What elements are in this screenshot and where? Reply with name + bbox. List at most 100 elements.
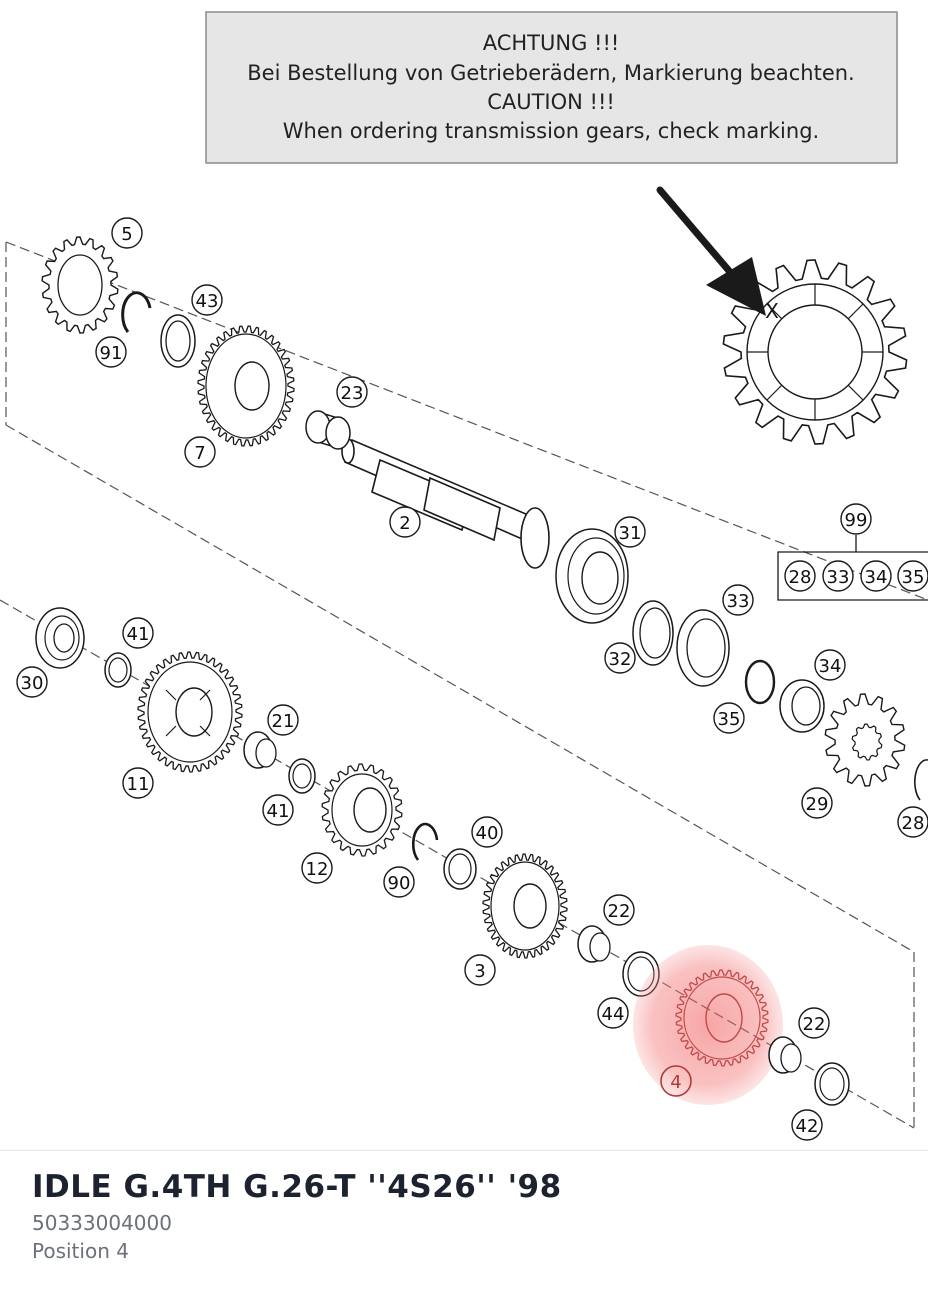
caution-box: ACHTUNG !!! Bei Bestellung von Getrieber…: [205, 11, 898, 164]
svg-text:11: 11: [127, 774, 150, 795]
svg-text:21: 21: [272, 711, 295, 732]
sprocket-29: [824, 693, 906, 787]
washer-41-lower: [288, 758, 316, 794]
kit-99-bracket: [777, 535, 928, 601]
svg-text:3: 3: [474, 961, 485, 982]
callout-91[interactable]: 91: [95, 336, 127, 368]
gear-3: [482, 853, 568, 959]
o-ring-35: [744, 659, 776, 705]
svg-text:5: 5: [121, 224, 132, 245]
washer-40: [443, 848, 477, 890]
svg-text:4: 4: [670, 1072, 681, 1093]
callout-35[interactable]: 35: [713, 702, 745, 734]
callout-11[interactable]: 11: [122, 767, 154, 799]
callout-5[interactable]: 5: [111, 217, 143, 249]
svg-text:34: 34: [865, 567, 888, 588]
seal-28-partial: [914, 759, 928, 801]
svg-text:23: 23: [341, 383, 364, 404]
callout-29[interactable]: 29: [801, 787, 833, 819]
svg-text:31: 31: [619, 523, 642, 544]
bearing-31: [555, 528, 629, 624]
callout-40[interactable]: 40: [471, 816, 503, 848]
bushing-22-lower: [768, 1036, 802, 1074]
svg-text:7: 7: [194, 443, 205, 464]
svg-text:91: 91: [100, 343, 123, 364]
callout-90[interactable]: 90: [383, 866, 415, 898]
circlip-91: [121, 291, 152, 333]
part-title: IDLE G.4TH G.26-T ''4S26'' '98: [32, 1169, 562, 1205]
gear-7: [197, 325, 295, 447]
callout-43[interactable]: 43: [191, 284, 223, 316]
callout-kit-28[interactable]: 28: [784, 560, 816, 592]
svg-text:28: 28: [902, 813, 925, 834]
svg-text:33: 33: [727, 591, 750, 612]
gear-4-highlighted[interactable]: [633, 945, 783, 1105]
svg-text:12: 12: [306, 859, 329, 880]
svg-text:90: 90: [388, 873, 411, 894]
callout-kit-35[interactable]: 35: [897, 560, 928, 592]
callout-30[interactable]: 30: [16, 666, 48, 698]
part-position: Position 4: [32, 1239, 129, 1263]
callout-7[interactable]: 7: [184, 436, 216, 468]
washer-41-upper: [104, 652, 132, 688]
bushing-23: [305, 410, 351, 450]
svg-text:28: 28: [789, 567, 812, 588]
svg-text:44: 44: [602, 1004, 625, 1025]
caution-line-3: CAUTION !!!: [487, 90, 615, 114]
callout-99[interactable]: 99: [840, 503, 872, 535]
svg-text:35: 35: [718, 709, 741, 730]
bushing-22-upper: [577, 925, 611, 963]
svg-text:2: 2: [399, 513, 410, 534]
marking-x: X: [765, 299, 779, 323]
svg-text:29: 29: [806, 794, 829, 815]
marking-arrow: [656, 186, 766, 316]
svg-text:35: 35: [902, 567, 925, 588]
washer-42: [814, 1062, 850, 1106]
circlip-90: [411, 822, 439, 861]
callout-layer: 5 43 91 7 23 2 31 99 28 33 34 35 33 32 3…: [16, 217, 928, 1141]
callout-23[interactable]: 23: [336, 376, 368, 408]
svg-text:43: 43: [196, 291, 219, 312]
svg-text:34: 34: [819, 656, 842, 677]
bearing-30: [35, 607, 85, 669]
washer-32: [632, 600, 674, 666]
part-number: 50333004000: [32, 1211, 172, 1235]
callout-44[interactable]: 44: [597, 997, 629, 1029]
svg-text:40: 40: [476, 823, 499, 844]
callout-4[interactable]: 4: [660, 1065, 692, 1097]
callout-2[interactable]: 2: [389, 506, 421, 538]
caution-line-4: When ordering transmission gears, check …: [283, 119, 819, 143]
callout-41-lower[interactable]: 41: [262, 794, 294, 826]
svg-text:30: 30: [21, 673, 44, 694]
callout-28[interactable]: 28: [897, 806, 928, 838]
caution-line-2: Bei Bestellung von Getrieberädern, Marki…: [247, 61, 854, 85]
bushing-21: [243, 731, 277, 769]
callout-kit-34[interactable]: 34: [860, 560, 892, 592]
part-info-panel: IDLE G.4TH G.26-T ''4S26'' '98 503330040…: [0, 1150, 928, 1291]
callout-42[interactable]: 42: [791, 1109, 823, 1141]
callout-22-lower[interactable]: 22: [798, 1007, 830, 1039]
main-shaft: [341, 438, 550, 569]
exploded-transmission-diagram: ACHTUNG !!! Bei Bestellung von Getrieber…: [0, 11, 928, 1141]
gear-5: [41, 236, 119, 334]
highlight-marker: [633, 945, 783, 1105]
svg-text:32: 32: [609, 649, 632, 670]
callout-kit-33[interactable]: 33: [822, 560, 854, 592]
spacer-34: [779, 679, 825, 733]
svg-text:22: 22: [608, 901, 631, 922]
callout-21[interactable]: 21: [267, 704, 299, 736]
svg-text:41: 41: [127, 624, 150, 645]
gear-12: [321, 763, 403, 857]
callout-22-upper[interactable]: 22: [603, 894, 635, 926]
callout-12[interactable]: 12: [301, 852, 333, 884]
callout-33[interactable]: 33: [722, 584, 754, 616]
callout-31[interactable]: 31: [614, 516, 646, 548]
svg-text:22: 22: [803, 1014, 826, 1035]
callout-41-upper[interactable]: 41: [122, 617, 154, 649]
callout-3[interactable]: 3: [464, 954, 496, 986]
callout-34[interactable]: 34: [814, 649, 846, 681]
svg-text:99: 99: [845, 510, 868, 531]
gear-11: [137, 651, 243, 773]
callout-32[interactable]: 32: [604, 642, 636, 674]
svg-text:42: 42: [796, 1116, 819, 1137]
